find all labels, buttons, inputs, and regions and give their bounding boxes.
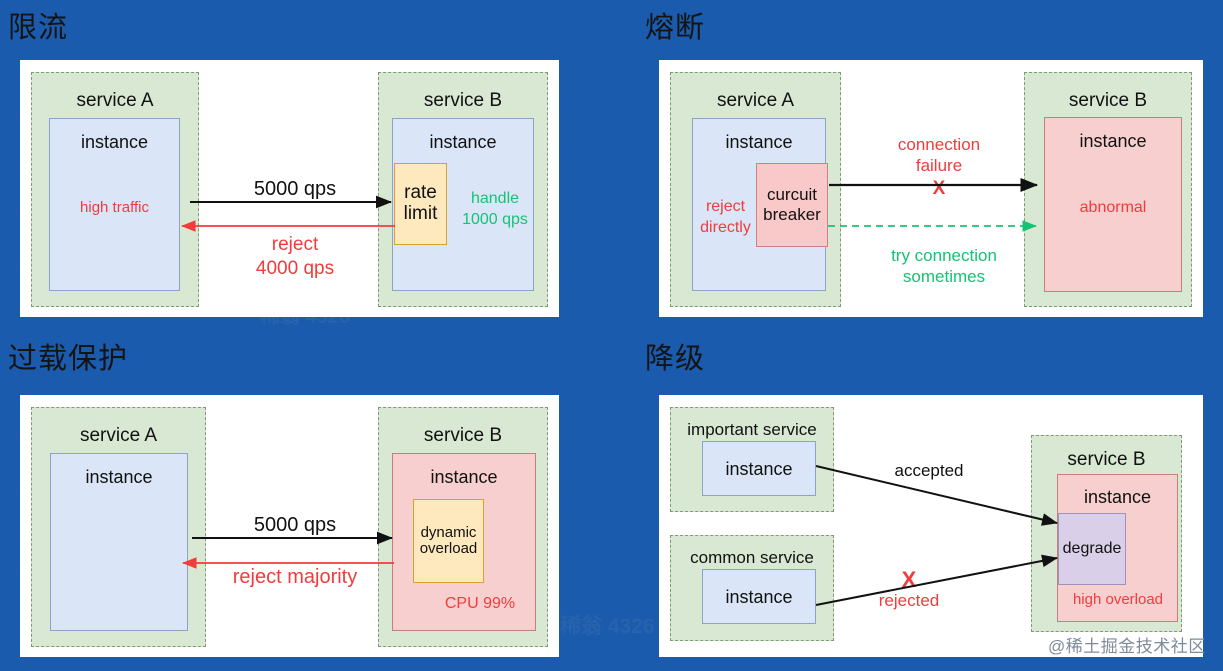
rate-limit-line2: limit (403, 203, 438, 224)
dynamic-overload-line1: dynamic (420, 523, 477, 541)
cpu-note: CPU 99% (444, 595, 516, 612)
edge-label-accepted: accepted (894, 461, 964, 480)
common-service-label: common service (690, 548, 814, 567)
abnormal-note: abnormal (1079, 199, 1147, 216)
connection-failure-cross: X (932, 178, 946, 199)
connection-failure-line2: failure (915, 156, 963, 175)
panel-rate-limiting: service A instance high traffic service … (20, 60, 559, 317)
connection-failure-line1: connection (897, 135, 981, 154)
degrade-box: degrade (1058, 513, 1126, 585)
instance-a: instance (50, 453, 188, 631)
instance-common: instance (702, 569, 816, 624)
panel-circuit-breaking: service A instance reject directly curcu… (659, 60, 1203, 317)
degrade-label: degrade (1062, 540, 1122, 558)
instance-b: instance (1044, 117, 1182, 292)
service-a-label: service A (716, 90, 795, 111)
panel-overload-protection: service A instance service B instance dy… (20, 395, 559, 657)
high-overload-note: high overload (1072, 591, 1164, 608)
try-connection-line2: sometimes (902, 267, 986, 286)
service-b-label: service B (1068, 90, 1148, 111)
instance-common-label: instance (725, 587, 793, 607)
watermark-faint: 稀翁 4326 (560, 615, 655, 638)
instance-b-label: instance (1083, 487, 1152, 507)
reject-directly-line1: reject (705, 198, 746, 215)
quadrant-title-circuit-breaking: 熔断 (645, 12, 706, 44)
try-connection-line1: try connection (891, 246, 997, 265)
high-traffic-note: high traffic (80, 199, 149, 216)
important-service-label: important service (687, 420, 817, 439)
dynamic-overload-line2: overload (419, 540, 478, 557)
circuit-breaker-line1: curcuit (766, 185, 818, 205)
instance-a-label: instance (85, 467, 153, 487)
panel-degradation: important service instance common servic… (659, 395, 1203, 657)
service-a-label: service A (76, 90, 154, 111)
circuit-breaker-line2: breaker (763, 205, 821, 224)
instance-important: instance (702, 441, 816, 496)
edge-label-forward-qps: 5000 qps (253, 514, 337, 536)
edge-label-rejected: rejected (878, 591, 940, 610)
dynamic-overload-box: dynamic overload (413, 499, 484, 583)
instance-b-label: instance (429, 132, 497, 152)
service-b-label: service B (1067, 449, 1146, 470)
instance-important-label: instance (725, 459, 793, 479)
edge-label-forward-qps: 5000 qps (253, 178, 337, 200)
quadrant-title-degradation: 降级 (645, 343, 706, 375)
handle-note-line2: 1000 qps (462, 211, 528, 228)
quadrant-title-rate-limiting: 限流 (8, 12, 69, 44)
instance-a-label: instance (80, 132, 149, 152)
service-b-label: service B (423, 90, 503, 111)
instance-b-label: instance (1079, 131, 1147, 151)
edge-label-reject-line2: 4000 qps (255, 258, 335, 279)
instance-b-label: instance (430, 467, 498, 487)
edge-label-reject-majority: reject majority (232, 566, 358, 588)
service-a-label: service A (79, 425, 158, 446)
reject-directly-line2: directly (700, 219, 751, 236)
quadrant-title-overload-protection: 过载保护 (8, 343, 129, 375)
circuit-breaker-box: curcuit breaker (756, 163, 828, 247)
service-b-label: service B (423, 425, 503, 446)
edge-cross-rejected: X (901, 567, 917, 592)
rate-limit-line1: rate (404, 182, 437, 204)
site-watermark: @稀土掘金技术社区 (1048, 637, 1206, 656)
rate-limit-box: rate limit (394, 163, 447, 245)
instance-a: instance (49, 118, 180, 291)
instance-a-label: instance (725, 132, 793, 152)
handle-note-line1: handle (470, 190, 520, 207)
edge-label-reject-line1: reject (271, 234, 319, 255)
